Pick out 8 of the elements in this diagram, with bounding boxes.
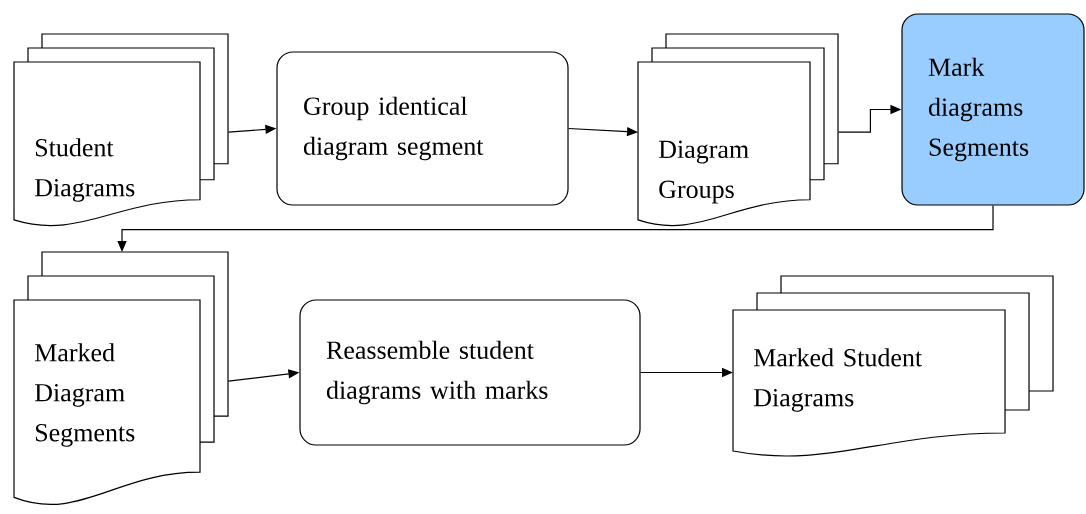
document-stack: Marked Diagram Segments bbox=[13, 251, 229, 505]
document-stack: Marked Student Diagrams bbox=[732, 275, 1054, 457]
process-box: Mark diagrams Segments bbox=[901, 13, 1085, 206]
node-label: Marked Diagram Segments bbox=[34, 343, 135, 447]
document-stack: Diagram Groups bbox=[637, 33, 839, 227]
process-box: Group identical diagram segment bbox=[276, 51, 569, 206]
document-stack: Student Diagrams bbox=[13, 33, 229, 227]
process-box: Reassemble student diagrams with marks bbox=[299, 299, 641, 446]
